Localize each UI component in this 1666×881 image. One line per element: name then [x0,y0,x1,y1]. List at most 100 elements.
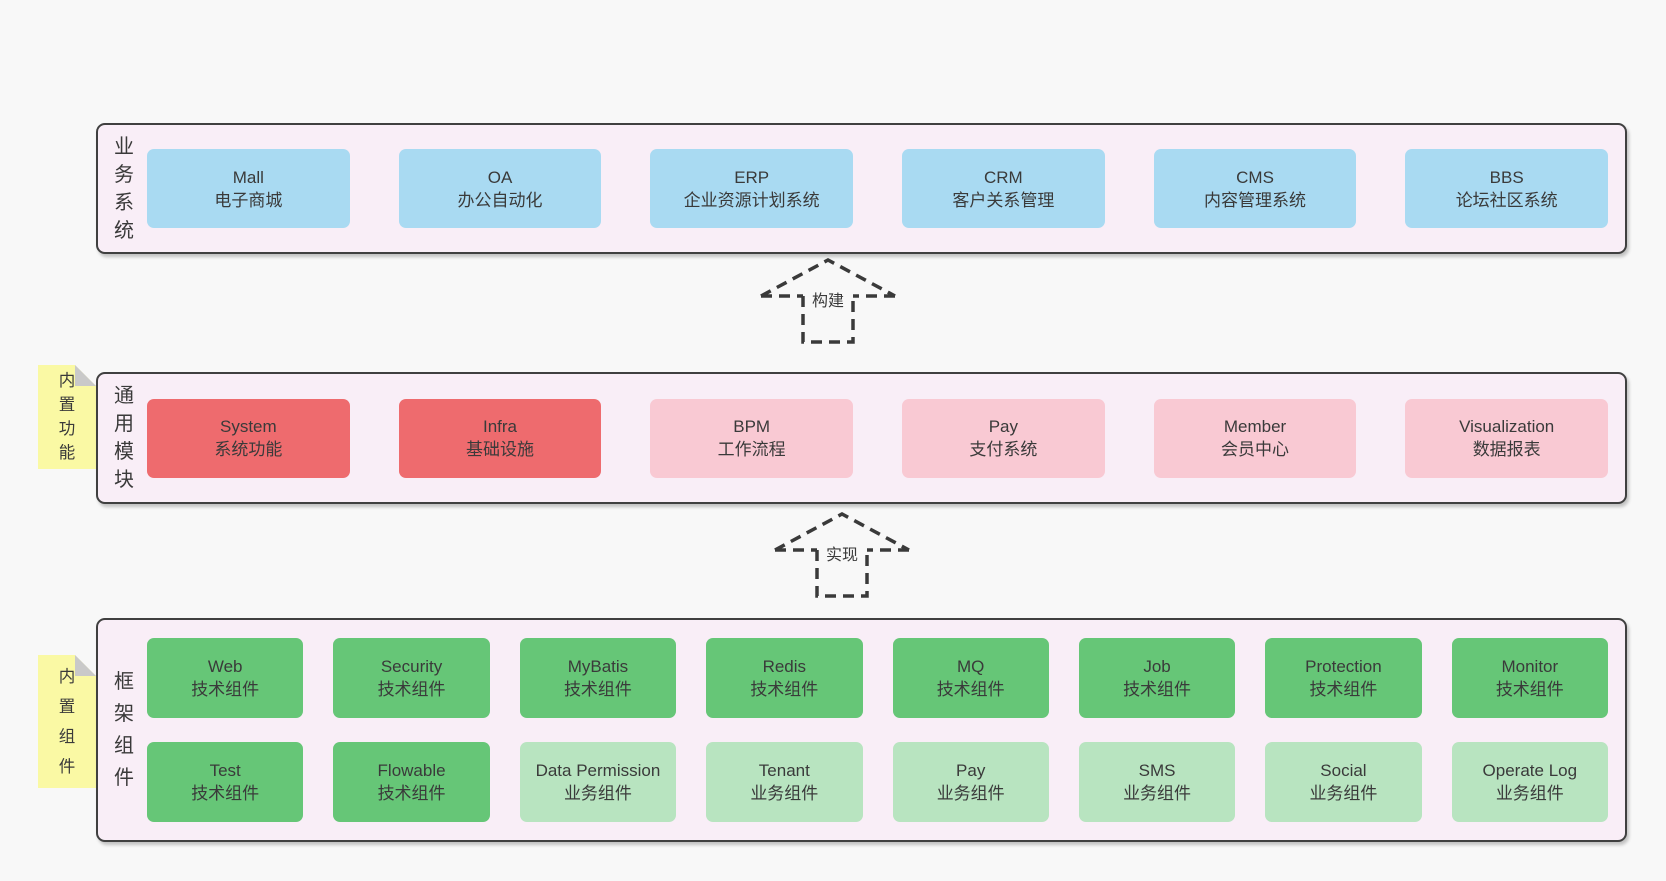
box-web: Web 技术组件 [147,638,304,718]
box-name: Test [209,761,241,780]
box-name: SMS [1138,761,1176,780]
box-desc: 业务组件 [936,784,1005,803]
box-desc: 电子商城 [214,190,283,210]
box-desc: 数据报表 [1472,440,1541,459]
box-crm: CRM 客户关系管理 [902,149,1105,228]
box-name: Infra [482,417,518,436]
box-system: System 系统功能 [147,398,350,478]
dashed-up-arrow-icon [760,258,896,344]
box-desc: 技术组件 [377,784,446,803]
box-name: Protection [1305,657,1382,676]
layer-label: 通用模块 [114,385,134,491]
build-arrow-label: 构建 [811,293,845,310]
box-desc: 内容管理系统 [1204,190,1307,210]
box-desc: 技术组件 [191,680,260,699]
box-desc: 办公自动化 [457,190,543,210]
box-mq: MQ 技术组件 [892,638,1049,718]
layer-row: System 系统功能 Infra 基础设施 BPM 工作流程 Pay 支付系统 Member 会… [147,398,1609,478]
box-desc: 技术组件 [1309,680,1378,699]
sticky-note-built-in-features: 内置功能 [38,365,96,469]
box-cms: CMS 内容管理系统 [1153,149,1357,228]
box-redis: Redis 技术组件 [706,638,863,718]
box-name: System [219,417,277,436]
box-desc: 技术组件 [191,784,260,803]
box-name: Redis [762,657,807,676]
box-desc: 工作流程 [717,440,786,459]
box-name: Visualization [1459,417,1555,436]
box-name: ERP [734,167,770,187]
box-member: Member 会员中心 [1153,398,1357,478]
box-job: Job 技术组件 [1078,638,1236,718]
implement-arrow-label: 实现 [825,547,859,564]
box-desc: 会员中心 [1221,440,1290,459]
box-name: OA [487,167,513,187]
box-protection: Protection 技术组件 [1265,638,1422,718]
box-visualization: Visualization 数据报表 [1405,398,1609,478]
box-name: Pay [988,417,1018,436]
box-name: Social [1320,761,1367,780]
box-desc: 业务组件 [1495,784,1564,803]
box-desc: 客户关系管理 [952,190,1055,210]
box-social: Social 业务组件 [1265,742,1422,822]
box-name: BBS [1489,167,1524,187]
box-desc: 业务组件 [1309,784,1378,803]
box-bbs: BBS 论坛社区系统 [1405,149,1609,228]
box-name: Job [1143,657,1171,676]
box-desc: 技术组件 [936,680,1005,699]
box-pay: Pay 业务组件 [892,742,1049,822]
sticky-note-text: 内置组件 [58,667,76,776]
box-test: Test 技术组件 [147,742,304,822]
box-security: Security 技术组件 [333,638,490,718]
box-name: Member [1223,417,1287,436]
box-name: MyBatis [567,657,629,676]
build-arrow: 构建 [753,254,903,346]
box-name: Tenant [758,761,810,780]
layer-rows: System 系统功能 Infra 基础设施 BPM 工作流程 Pay 支付系统 Member 会… [139,374,1625,502]
box-sms: SMS 业务组件 [1078,742,1236,822]
box-desc: 支付系统 [969,440,1038,459]
box-monitor: Monitor 技术组件 [1451,638,1608,718]
box-desc: 业务组件 [750,784,819,803]
box-flowable: Flowable 技术组件 [333,742,490,822]
box-desc: 基础设施 [466,440,534,459]
box-name: Pay [956,761,986,780]
box-name: Flowable [377,761,446,780]
layer-common-modules: 通用模块 System 系统功能 Infra 基础设施 BPM 工作流程 Pay 支付系统 Me… [96,372,1627,504]
box-name: BPM [733,417,771,436]
box-tenant: Tenant 业务组件 [706,742,863,822]
layer-label: 业务系统 [114,135,134,242]
box-name: CMS [1236,167,1274,187]
box-desc: 技术组件 [1495,680,1564,699]
box-mybatis: MyBatis 技术组件 [519,638,677,718]
box-pay: Pay 支付系统 [902,398,1105,478]
box-name: Monitor [1501,657,1559,676]
box-desc: 技术组件 [1123,680,1192,699]
box-infra: Infra 基础设施 [398,398,602,478]
box-desc: 技术组件 [377,680,446,699]
box-desc: 技术组件 [563,680,632,699]
sticky-note-text: 内置功能 [58,372,76,462]
sticky-note-built-in-components: 内置组件 [38,655,96,788]
box-desc: 系统功能 [214,440,283,459]
box-desc: 论坛社区系统 [1455,190,1558,210]
box-desc: 技术组件 [750,680,819,699]
box-desc: 业务组件 [1123,784,1192,803]
layer-label: 框架组件 [114,671,134,789]
dashed-up-arrow-icon [774,512,910,598]
box-name: CRM [983,167,1023,187]
box-name: Security [380,657,443,676]
box-name: MQ [956,657,985,676]
box-name: Web [207,657,243,676]
implement-arrow: 实现 [767,508,917,600]
